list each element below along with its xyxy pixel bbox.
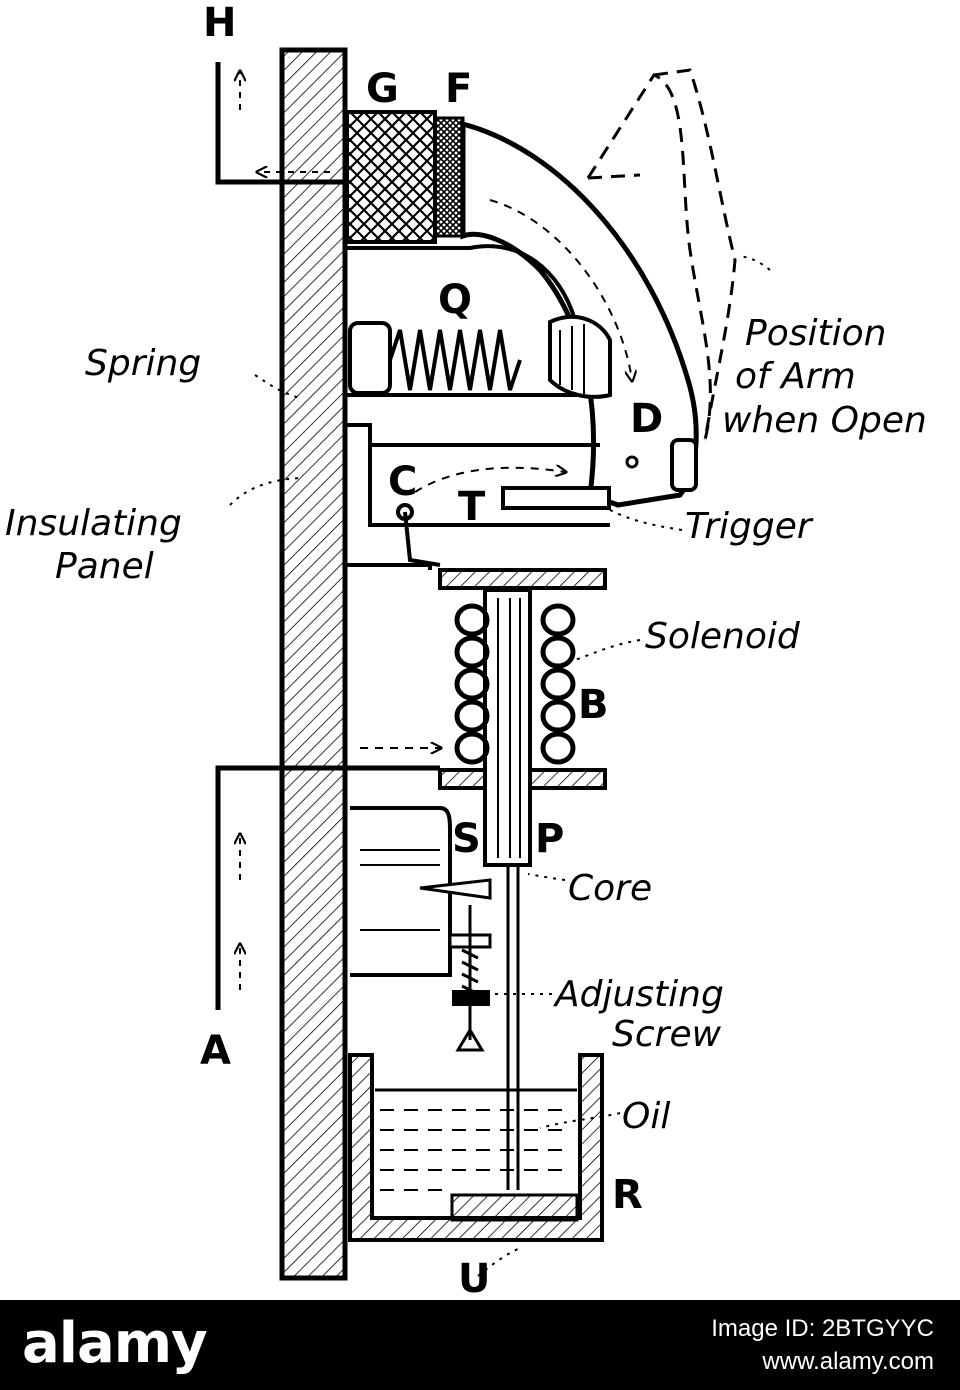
image-id-text: Image ID: 2BTGYYC [711, 1315, 934, 1342]
label-s: S [452, 816, 481, 862]
insulating-panel-shape [279, 47, 348, 1281]
callout-trigger: Trigger [685, 506, 814, 547]
callout-spring: Spring [85, 343, 201, 384]
label-d: D [630, 396, 663, 442]
solenoid-core-shape [483, 588, 532, 867]
stock-url-text: www.alamy.com [762, 1348, 934, 1375]
callout-core: Core [568, 868, 652, 909]
label-p: P [535, 816, 564, 862]
callout-adjusting-line2: Screw [612, 1014, 722, 1055]
stock-watermark-bar [0, 1300, 960, 1390]
breaker-arm [460, 120, 699, 508]
label-b: B [578, 682, 609, 728]
callout-adjusting-line1: Adjusting [553, 974, 724, 1015]
callout-position-line2: of Arm [735, 356, 856, 397]
callout-position-line3: when Open [722, 400, 927, 441]
spring-shape [388, 329, 522, 391]
wire-a [215, 765, 440, 1010]
solenoid-coil-b [454, 603, 576, 765]
wire-h [215, 62, 345, 185]
label-r: R [612, 1172, 643, 1218]
trigger-t [501, 486, 611, 510]
label-h: H [203, 0, 236, 46]
bracket-s [350, 806, 452, 977]
piston-u [450, 1193, 579, 1222]
contact-block-g [345, 110, 437, 244]
callout-insulating-line2: Panel [55, 546, 154, 587]
label-c: C [388, 459, 417, 505]
label-t: T [458, 484, 486, 530]
adjusting-screw-shape [461, 905, 479, 1040]
label-q: Q [438, 277, 472, 323]
stock-meta: Image ID: 2BTGYYC www.alamy.com [711, 1312, 934, 1378]
label-a: A [200, 1028, 231, 1074]
spring-mount [348, 321, 392, 395]
callout-solenoid: Solenoid [645, 616, 801, 657]
arm-open-position [586, 68, 737, 441]
trigger-bracket [347, 423, 610, 527]
circuit-breaker-diagram: H G F Q D C T B S P A R U Position of Ar… [5, 0, 927, 1300]
callout-oil: Oil [622, 1096, 670, 1137]
label-g: G [366, 66, 399, 112]
label-u: U [458, 1256, 490, 1300]
label-f: F [445, 66, 472, 112]
spring-cap [548, 314, 612, 399]
contact-f [433, 116, 465, 238]
callout-position-line1: Position [745, 313, 886, 354]
callout-insulating-line1: Insulating [5, 503, 182, 544]
alamy-logo: alamy [22, 1311, 208, 1376]
oil-level [375, 1088, 577, 1191]
